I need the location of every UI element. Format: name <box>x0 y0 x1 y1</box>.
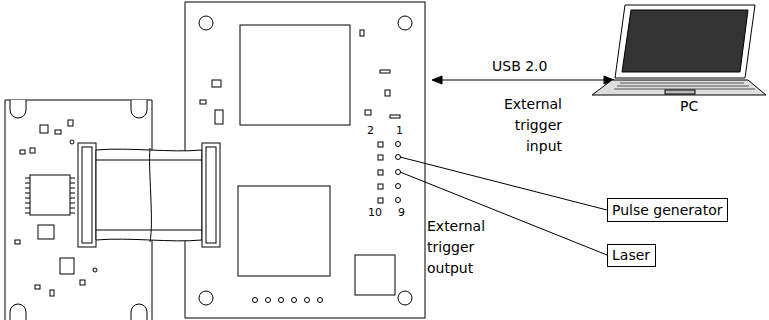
signal-label: External trigger input <box>504 94 562 157</box>
pin-number: 1 <box>396 125 403 137</box>
signal-label: External trigger output <box>427 216 485 279</box>
box-text: Laser <box>612 245 651 266</box>
pin-number: 10 <box>368 207 382 219</box>
device-label: PC <box>680 96 698 117</box>
device-box: Pulse generator <box>607 198 728 222</box>
pin-number: 9 <box>398 207 405 219</box>
box-text: Pulse generator <box>612 200 723 221</box>
device-box: Laser <box>607 244 656 267</box>
bus-label: USB 2.0 <box>492 56 547 77</box>
pin-number: 2 <box>367 125 374 137</box>
